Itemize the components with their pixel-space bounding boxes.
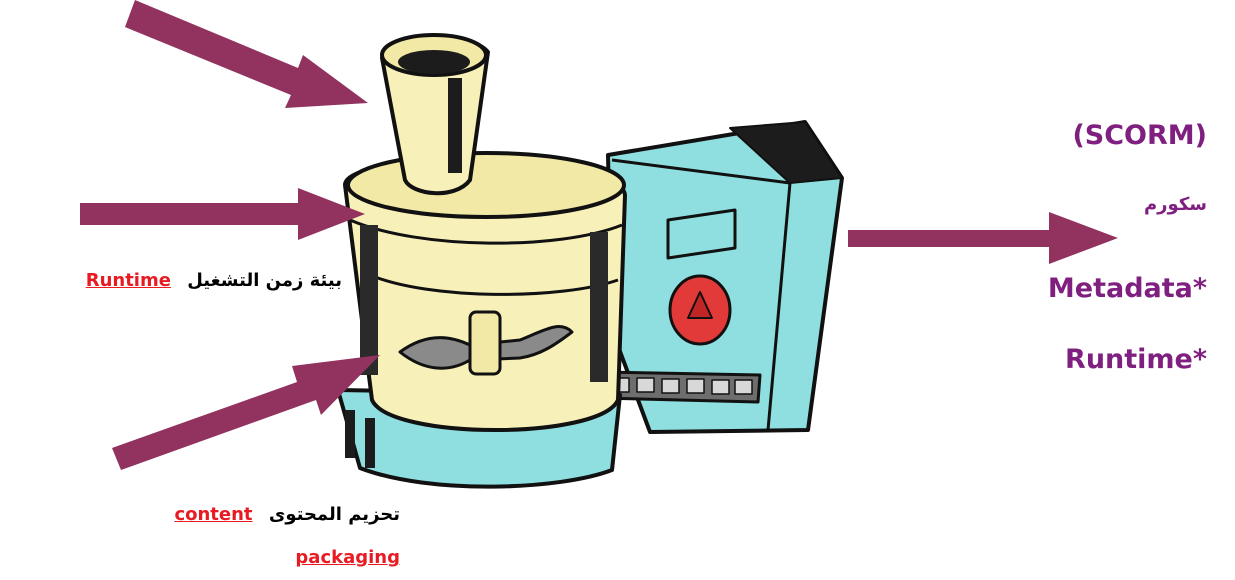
content-packaging-arabic: تحزيم المحتوى [269, 504, 400, 525]
mixing-bowl [345, 153, 625, 430]
content-packaging-link-line2[interactable]: packaging [295, 543, 400, 573]
control-buttons [600, 372, 760, 402]
runtime-environment-link[interactable]: Runtime [86, 270, 171, 291]
metadata-label: Metadata* [1048, 269, 1207, 309]
arrow-icon [80, 188, 365, 240]
red-knob [670, 276, 730, 344]
runtime-environment-label: بيئة زمن التشغيل Runtime [86, 266, 342, 296]
scorm-arabic-label: سكورم [1144, 192, 1207, 218]
runtime-label: Runtime* [1065, 340, 1207, 380]
food-processor-icon [338, 35, 842, 487]
scorm-label: (SCORM) [1072, 116, 1207, 156]
content-packaging-link[interactable]: content [174, 504, 252, 525]
arrow-icon [125, 0, 368, 108]
arrow-icon [848, 212, 1118, 264]
content-packaging-label: تحزيم المحتوى content [174, 500, 400, 530]
arrow-icon [112, 355, 380, 470]
runtime-environment-arabic: بيئة زمن التشغيل [187, 270, 342, 291]
